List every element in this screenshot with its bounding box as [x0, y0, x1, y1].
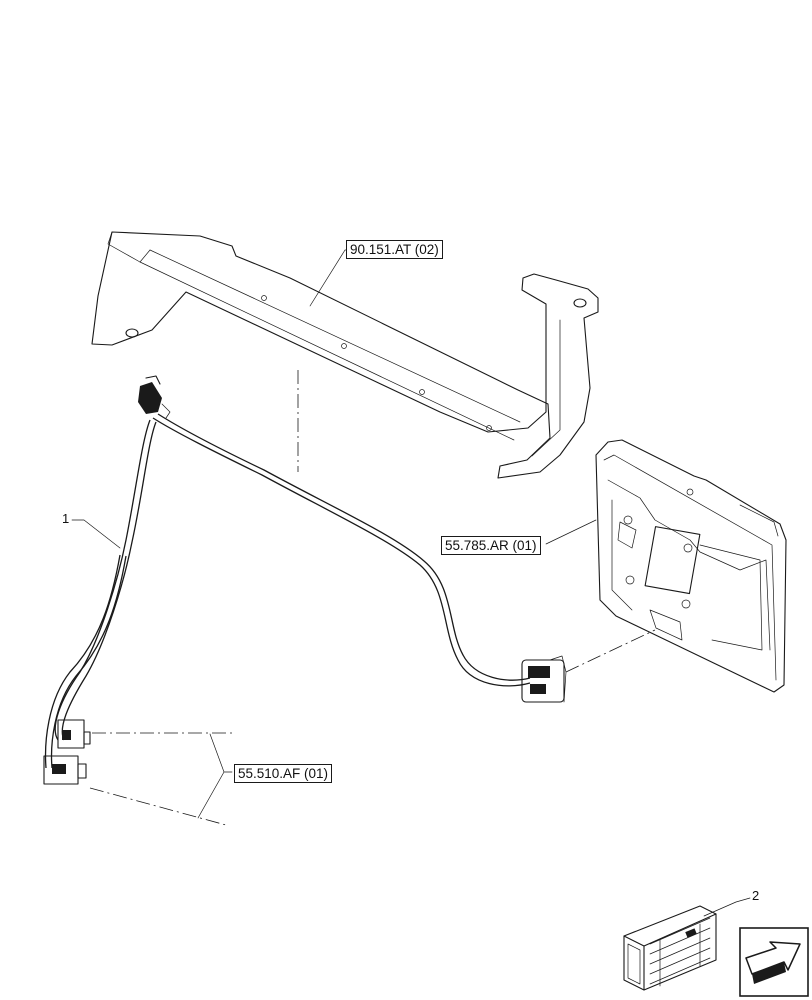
- mounting-bracket: [91, 231, 599, 479]
- callout-2-label: 2: [752, 888, 760, 903]
- display-leader-line: [545, 519, 597, 545]
- connectors-leader-line: [197, 733, 233, 819]
- connector-center-line-lower: [89, 787, 227, 826]
- callout-2-leader: [703, 897, 751, 917]
- parts-crate-icon: [623, 905, 717, 991]
- wiring-harness: [43, 375, 567, 785]
- display-center-line: [565, 629, 656, 673]
- display-reference-label[interactable]: 55.785.AR (01): [441, 536, 541, 555]
- connectors-reference-label[interactable]: 55.510.AF (01): [234, 764, 333, 783]
- bracket-reference-label[interactable]: 90.151.AT (02): [346, 240, 443, 259]
- callout-1-leader: [71, 519, 121, 549]
- next-page-arrow-icon[interactable]: [739, 927, 809, 997]
- display-unit: [595, 439, 787, 693]
- callout-1-label: 1: [62, 511, 70, 526]
